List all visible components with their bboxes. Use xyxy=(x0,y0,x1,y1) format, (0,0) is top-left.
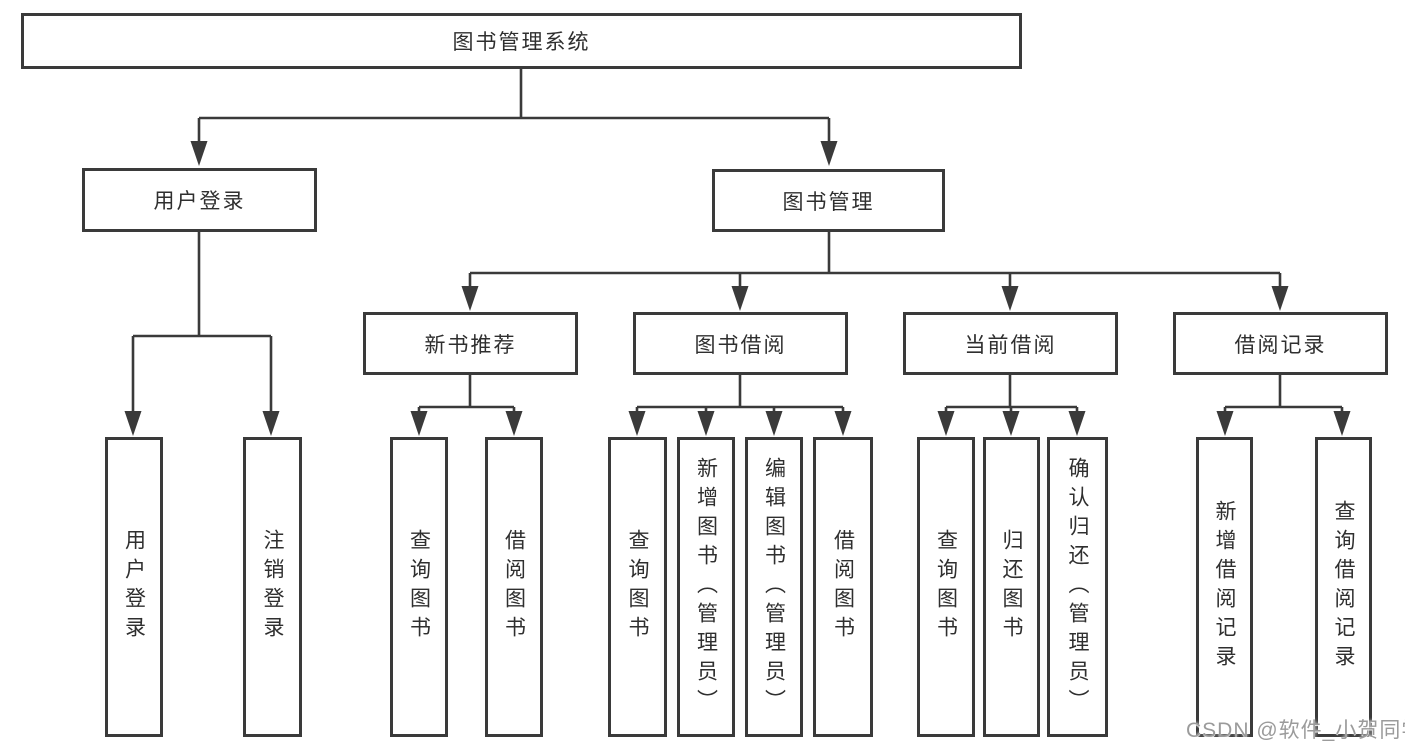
node-borrow-books-under-recommendation-label: 借阅图书 xyxy=(502,529,526,645)
node-book-borrowing-label: 图书借阅 xyxy=(694,333,787,357)
node-root: 图书管理系统 xyxy=(21,13,1022,69)
node-borrow-books-under-borrowing-label: 借阅图书 xyxy=(831,529,855,645)
node-return-books-label: 归还图书 xyxy=(1000,529,1023,645)
node-book-management-label: 图书管理 xyxy=(782,190,875,214)
node-add-borrow-record: 新增借阅记录 xyxy=(1196,437,1253,737)
node-query-books-under-borrowing-label: 查询图书 xyxy=(626,529,649,645)
node-current-borrowing-label: 当前借阅 xyxy=(964,333,1057,357)
node-query-borrow-record: 查询借阅记录 xyxy=(1315,437,1372,737)
node-add-borrow-record-label: 新增借阅记录 xyxy=(1213,500,1236,674)
node-edit-books-admin: 编辑图书（管理员） xyxy=(745,437,803,737)
node-edit-books-admin-label: 编辑图书（管理员） xyxy=(762,456,786,718)
node-user-login-leaf: 用户登录 xyxy=(105,437,163,737)
csdn-watermark: CSDN @软件_小贺同学 xyxy=(1186,719,1405,742)
node-query-books-under-borrowing: 查询图书 xyxy=(608,437,667,737)
node-query-books-under-current: 查询图书 xyxy=(917,437,975,737)
node-borrowing-records: 借阅记录 xyxy=(1173,312,1388,375)
node-return-books: 归还图书 xyxy=(983,437,1040,737)
node-logout-label: 注销登录 xyxy=(261,529,284,645)
node-borrowing-records-label: 借阅记录 xyxy=(1234,333,1327,357)
node-new-book-recommendation-label: 新书推荐 xyxy=(424,333,517,357)
node-logout: 注销登录 xyxy=(243,437,302,737)
node-current-borrowing: 当前借阅 xyxy=(903,312,1118,375)
node-root-label: 图书管理系统 xyxy=(452,31,591,54)
node-query-books-under-recommendation: 查询图书 xyxy=(390,437,448,737)
node-borrow-books-under-borrowing: 借阅图书 xyxy=(813,437,873,737)
arrowhead-icons xyxy=(124,141,1351,436)
node-book-management: 图书管理 xyxy=(712,169,945,232)
node-add-books-admin-label: 新增图书（管理员） xyxy=(694,456,718,718)
node-user-login-leaf-label: 用户登录 xyxy=(122,529,146,645)
node-user-login-label: 用户登录 xyxy=(153,190,246,213)
node-borrow-books-under-recommendation: 借阅图书 xyxy=(485,437,543,737)
node-query-borrow-record-label: 查询借阅记录 xyxy=(1332,500,1355,674)
node-query-books-under-current-label: 查询图书 xyxy=(934,529,958,645)
node-add-books-admin: 新增图书（管理员） xyxy=(677,437,735,737)
node-query-books-under-recommendation-label: 查询图书 xyxy=(407,529,431,645)
node-user-login: 用户登录 xyxy=(82,168,317,232)
node-new-book-recommendation: 新书推荐 xyxy=(363,312,578,375)
node-book-borrowing: 图书借阅 xyxy=(633,312,848,375)
node-confirm-return-admin: 确认归还（管理员） xyxy=(1047,437,1108,737)
node-confirm-return-admin-label: 确认归还（管理员） xyxy=(1066,456,1089,718)
